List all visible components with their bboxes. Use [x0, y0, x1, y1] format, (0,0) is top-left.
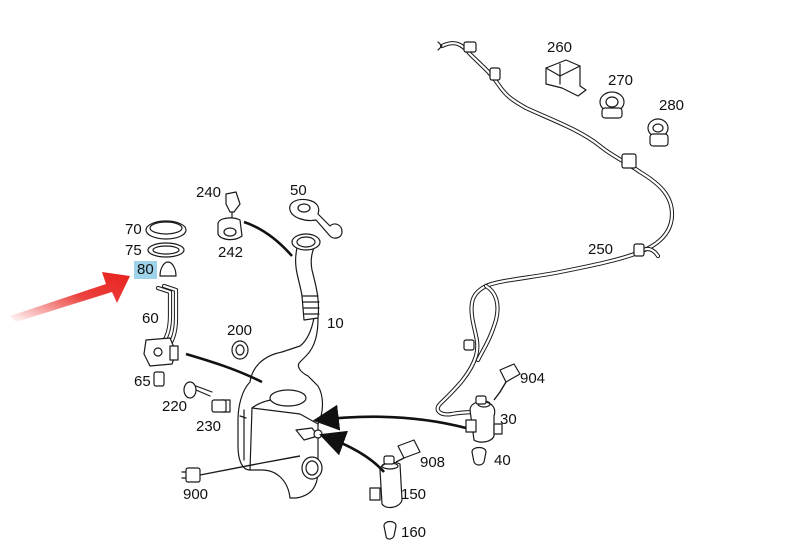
flow-line-150 — [319, 430, 385, 473]
label-280: 280 — [659, 97, 685, 114]
hose-250 — [435, 41, 675, 417]
label-75: 75 — [125, 242, 142, 259]
gasket-75 — [147, 242, 185, 258]
flow-line-30 — [312, 404, 467, 431]
label-242: 242 — [218, 244, 244, 261]
cap-50 — [289, 198, 343, 239]
label-150: 150 — [401, 486, 427, 503]
seal-242 — [217, 217, 243, 241]
filter-80 — [159, 261, 177, 277]
label-260: 260 — [547, 39, 573, 56]
label-160: 160 — [401, 524, 427, 541]
pump-30 — [465, 395, 503, 443]
label-230: 230 — [196, 418, 222, 435]
connector-904 — [493, 363, 521, 401]
grommet-200 — [231, 340, 249, 360]
label-270: 270 — [608, 72, 634, 89]
label-220: 220 — [162, 398, 188, 415]
bracket-260 — [545, 59, 587, 97]
grommet-160 — [383, 520, 397, 540]
flow-line-240 — [243, 220, 293, 257]
label-65: 65 — [134, 373, 151, 390]
label-50: 50 — [290, 182, 307, 199]
pump-65 — [143, 337, 179, 387]
filler-neck — [291, 233, 321, 321]
label-250: 250 — [588, 241, 614, 258]
clamp-270 — [599, 91, 625, 119]
label-80-highlighted: 80 — [134, 261, 157, 279]
label-70: 70 — [125, 221, 142, 238]
level-sensor-240 — [225, 191, 241, 221]
pump-150 — [369, 455, 403, 509]
label-40: 40 — [494, 452, 511, 469]
label-60: 60 — [142, 310, 159, 327]
label-900: 900 — [183, 486, 209, 503]
clamp-280 — [647, 118, 669, 147]
cover-70 — [145, 220, 187, 240]
grommet-40 — [471, 446, 487, 466]
bolt-220 — [183, 381, 213, 399]
flow-line-60 — [185, 352, 263, 384]
connector-908 — [395, 439, 421, 463]
label-908: 908 — [420, 454, 446, 471]
label-30: 30 — [500, 411, 517, 428]
reservoir-tank-10 — [221, 317, 324, 499]
label-200: 200 — [227, 322, 253, 339]
label-10: 10 — [327, 315, 344, 332]
pointer-arrow-icon — [10, 272, 130, 322]
label-904: 904 — [520, 370, 546, 387]
label-240: 240 — [196, 184, 222, 201]
nut-230 — [211, 399, 227, 413]
connector-900 — [181, 455, 301, 483]
